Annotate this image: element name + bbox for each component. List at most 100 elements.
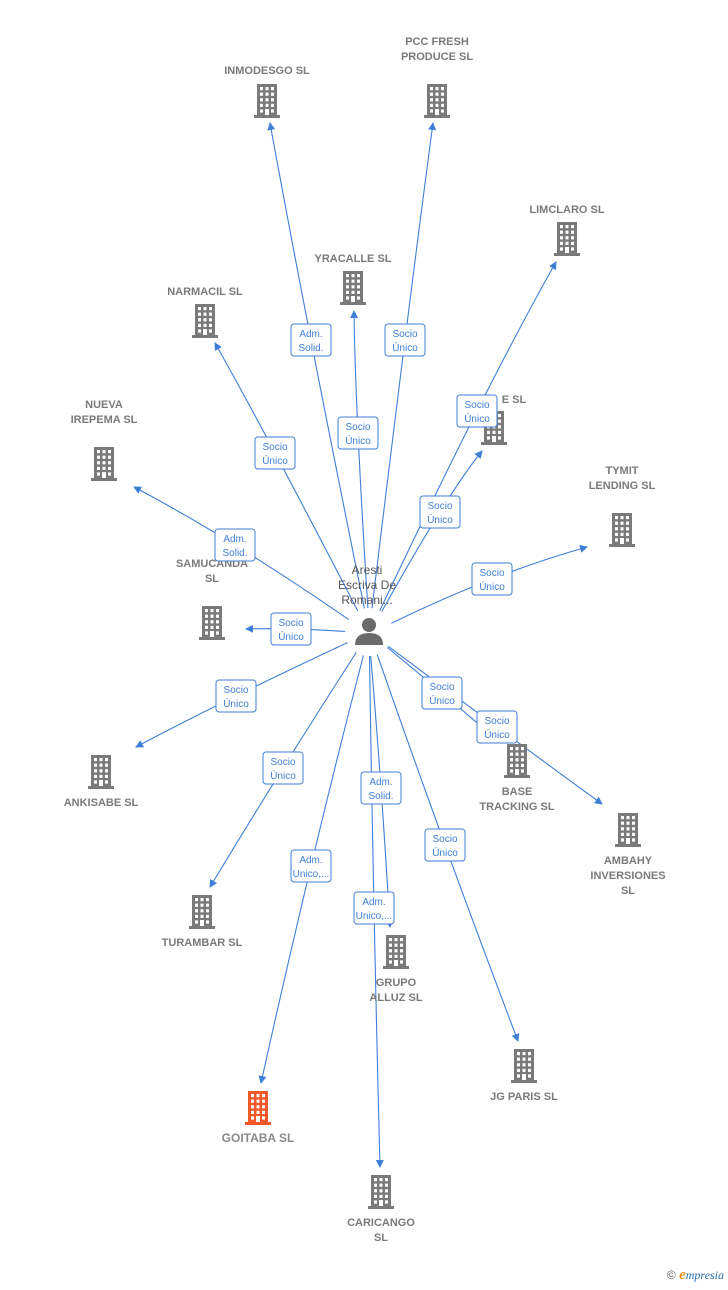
company-name: SL xyxy=(621,885,635,897)
edge-label-text: Adm. xyxy=(299,329,322,340)
company-node-jgparis[interactable]: JG PARIS SL xyxy=(490,1049,558,1103)
company-name: AMBAHY xyxy=(604,855,653,867)
edge-label-goitaba[interactable]: Adm.Unico,... xyxy=(290,849,332,883)
building-icon xyxy=(199,606,225,640)
edge-label-box xyxy=(424,828,466,862)
company-node-limclaro[interactable]: LIMCLARO SL xyxy=(529,204,605,256)
company-name: JG PARIS SL xyxy=(490,1091,558,1103)
edge-label-box xyxy=(290,323,332,357)
company-name: TURAMBAR SL xyxy=(162,937,243,949)
edge-label-text: Socio xyxy=(278,618,303,629)
edge-label-text: Único xyxy=(432,846,458,859)
company-name: LENDING SL xyxy=(589,480,656,492)
company-node-turambar[interactable]: TURAMBAR SL xyxy=(162,895,243,949)
edge-limclaro xyxy=(379,261,557,611)
copyright-symbol: © xyxy=(666,1268,676,1282)
edge-e_sl xyxy=(381,450,483,612)
building-icon xyxy=(424,84,450,118)
edge-label-grupoalluz[interactable]: Adm. Solid. xyxy=(360,771,402,805)
edge-label-caricango[interactable]: Adm.Unico,... xyxy=(353,891,395,925)
edge-label-box xyxy=(456,394,498,428)
edge-pccfresh xyxy=(371,122,437,609)
company-name: TRACKING SL xyxy=(479,801,554,813)
company-name: IREPEMA SL xyxy=(71,414,138,426)
company-node-tymit[interactable]: TYMIT LENDING SL xyxy=(589,465,656,547)
edge-label-inmodesgo[interactable]: Adm.Solid. xyxy=(290,323,332,357)
edge-label-text: Socio xyxy=(345,422,370,433)
company-name: SL xyxy=(374,1232,388,1244)
building-icon xyxy=(192,304,218,338)
person-name-line: Aresti xyxy=(352,563,383,577)
edge-label-box xyxy=(254,436,296,470)
edge-label-box xyxy=(290,849,332,883)
edge-label-text: Único xyxy=(479,580,505,593)
company-name: PCC FRESH xyxy=(405,36,469,48)
edge-label-text: Único xyxy=(464,412,490,425)
company-node-goitaba[interactable]: GOITABA SL xyxy=(222,1091,295,1145)
building-icon xyxy=(368,1175,394,1209)
edge-label-text: Socio xyxy=(392,329,417,340)
company-name: TYMIT xyxy=(606,465,639,477)
company-name: NARMACIL SL xyxy=(167,286,243,298)
company-name: SL xyxy=(205,573,219,585)
company-node-basetracking[interactable]: BASE TRACKING SL xyxy=(479,744,555,813)
edge-label-box xyxy=(476,710,518,744)
empresia-logo: empresia xyxy=(679,1267,724,1283)
edge-label-box xyxy=(421,676,463,710)
company-name: YRACALLE SL xyxy=(315,253,392,265)
building-icon xyxy=(189,895,215,929)
edge-narmacil xyxy=(214,342,359,612)
edge-label-box xyxy=(214,528,256,562)
company-name: ALLUZ SL xyxy=(369,992,422,1004)
edge-label-text: Socio xyxy=(270,757,295,768)
edge-label-text: Único xyxy=(262,454,288,467)
building-icon xyxy=(504,744,530,778)
building-icon xyxy=(91,447,117,481)
building-icon xyxy=(609,513,635,547)
edge-label-text: Socio xyxy=(464,400,489,411)
building-icon xyxy=(245,1091,271,1125)
company-node-inmodesgo[interactable]: INMODESGO SL xyxy=(224,65,310,118)
company-node-narmacil[interactable]: NARMACIL SL xyxy=(167,286,243,338)
edge-label-text: Socio xyxy=(427,501,452,512)
edge-label-nuevairepema[interactable]: Adm.Solid. xyxy=(214,528,256,562)
edge-label-text: Adm. xyxy=(369,777,392,788)
edge-label-text: Único xyxy=(392,341,418,354)
edge-label-text: Único xyxy=(278,630,304,643)
edge-label-text: Unico,... xyxy=(356,911,393,922)
company-node-yracalle[interactable]: YRACALLE SL xyxy=(315,253,392,305)
edge-label-text: Único xyxy=(345,434,371,447)
edge-label-box xyxy=(270,612,312,646)
building-icon xyxy=(615,813,641,847)
edge-label-text: Solid. xyxy=(368,791,393,802)
edge-label-box xyxy=(471,562,513,596)
company-node-ankisabe[interactable]: ANKISABE SL xyxy=(64,755,139,809)
edge-label-text: Unico,... xyxy=(293,869,330,880)
edge-label-text: Adm. xyxy=(223,534,246,545)
edge-label-box xyxy=(353,891,395,925)
edge-label-text: Socio xyxy=(484,716,509,727)
footer-brand: © empresia xyxy=(667,1267,724,1284)
company-name: BASE xyxy=(502,786,533,798)
company-name: ANKISABE SL xyxy=(64,797,139,809)
